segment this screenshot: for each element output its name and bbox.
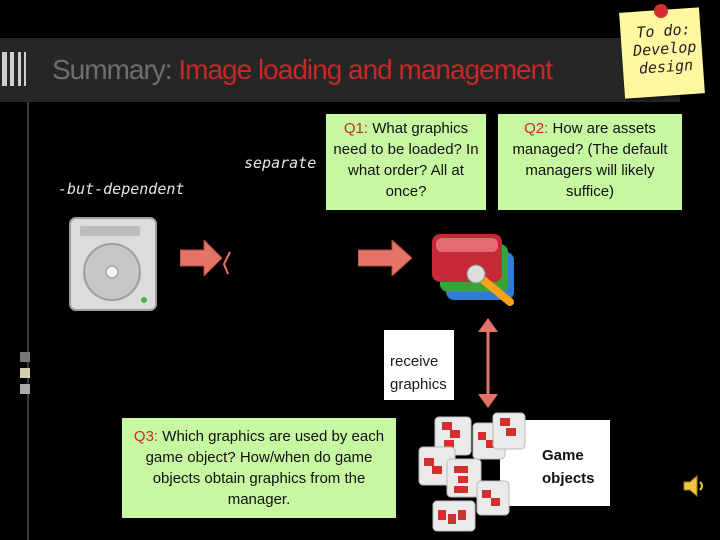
pushpin-icon (654, 4, 668, 18)
arrow-tail-icon (222, 251, 231, 275)
game-object-icon-5 (492, 412, 526, 450)
q1-label: Q1: (343, 120, 369, 137)
game-objects-line2: objects (542, 470, 595, 487)
todo-note-text: To do: Develop design (632, 19, 697, 78)
double-arrow-icon (478, 318, 498, 408)
hard-drive-icon (69, 217, 157, 311)
receive-label-line2: graphics (390, 376, 447, 393)
arrow-right-icon (180, 240, 222, 276)
slide-title: Summary: Image loading and management (52, 54, 553, 86)
title-main: Image loading and management (178, 54, 553, 85)
receive-label-line1: receive (390, 353, 439, 370)
arrow-right-icon-2 (358, 240, 412, 276)
left-rule (27, 102, 29, 540)
game-object-icon-2 (418, 446, 456, 486)
game-object-icon (434, 416, 472, 456)
q2-text: How are assets managed? (The default man… (512, 120, 668, 200)
q3-box: Q3: Which graphics are used by each game… (122, 418, 396, 518)
q2-label: Q2: (524, 120, 549, 137)
title-stripes (0, 52, 30, 86)
title-prefix: Summary: (52, 54, 173, 85)
q3-text: Which graphics are used by each game obj… (145, 428, 385, 508)
game-object-icon-7 (432, 500, 476, 532)
todo-note: To do: Develop design (619, 7, 705, 99)
graphics-manager-icon (432, 234, 514, 306)
but-dependent-label: -but-dependent (58, 180, 185, 198)
q1-text: What graphics need to be loaded? In what… (333, 120, 479, 200)
q2-box: Q2: How are assets managed? (The default… (498, 114, 682, 210)
speaker-icon[interactable] (682, 474, 706, 498)
receive-label: receive graphics (390, 350, 447, 396)
q1-box: Q1: What graphics need to be loaded? In … (326, 114, 486, 210)
receive-panel (384, 330, 454, 400)
q3-label: Q3: (133, 428, 159, 445)
game-objects-line1: Game (542, 447, 584, 464)
game-objects-label: Game objects (542, 444, 595, 490)
game-object-icon-6 (476, 480, 510, 516)
separate-label: separate (244, 154, 317, 172)
game-object-icon-3 (446, 458, 482, 498)
title-bar (0, 38, 680, 102)
